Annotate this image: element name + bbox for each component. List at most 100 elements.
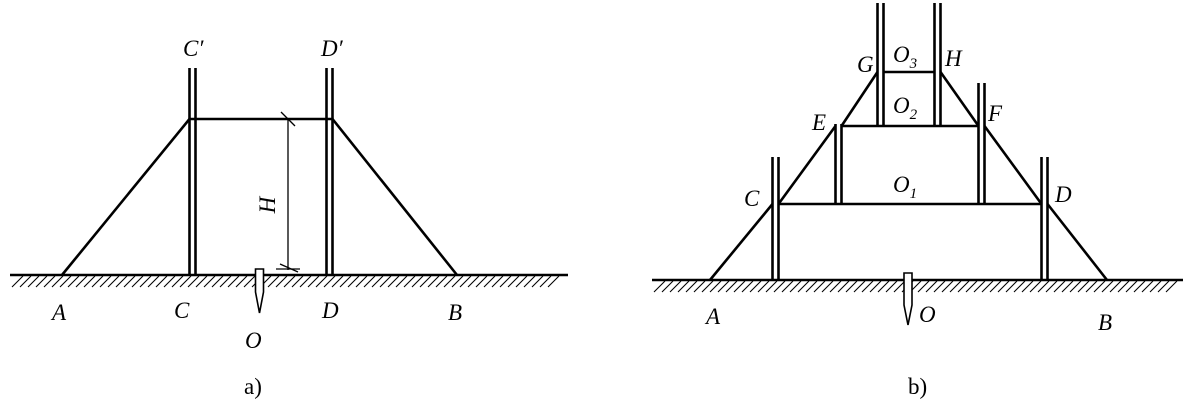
hatch-mark <box>1141 280 1154 293</box>
hatch-mark <box>925 280 938 293</box>
hatch-mark <box>1125 280 1138 293</box>
label-c: C <box>174 298 190 323</box>
hatch-mark <box>211 275 224 288</box>
hatch-mark <box>387 275 400 288</box>
hatch-mark <box>539 275 552 288</box>
label-d: D <box>1054 182 1072 207</box>
guy-line-a-left <box>60 118 191 276</box>
hatch-mark <box>1061 280 1074 293</box>
hatch-mark <box>491 275 504 288</box>
hatch-mark <box>131 275 144 288</box>
label-d-prime: D′ <box>320 36 344 61</box>
hatch-mark <box>139 275 152 288</box>
hatch-mark <box>733 280 746 293</box>
label-o2: O2 <box>893 93 918 123</box>
hatch-mark <box>845 280 858 293</box>
hatch-mark <box>1157 280 1170 293</box>
hatch-mark <box>1093 280 1106 293</box>
hatch-mark <box>339 275 352 288</box>
label-h: H <box>944 46 963 71</box>
hatch-mark <box>323 275 336 288</box>
hatch-mark <box>267 275 280 288</box>
hatch-mark <box>19 275 32 288</box>
label-a: A <box>50 300 67 325</box>
hatch-mark <box>331 275 344 288</box>
hatch-mark <box>451 275 464 288</box>
hatch-mark <box>299 275 312 288</box>
hatch-mark <box>371 275 384 288</box>
guy-line-e-to-g <box>840 71 879 127</box>
hatch-mark <box>115 275 128 288</box>
ground-hatching-b <box>653 280 1178 293</box>
hatch-mark <box>347 275 360 288</box>
hatch-mark <box>885 280 898 293</box>
hatch-mark <box>307 275 320 288</box>
figure-b: G H E F C D A B O O3 O2 O1 b) <box>652 3 1183 399</box>
hatch-mark <box>219 275 232 288</box>
hatch-mark <box>997 280 1010 293</box>
hatch-mark <box>275 275 288 288</box>
pole-dd-prime <box>325 68 334 275</box>
guy-line-h-to-f <box>939 71 980 127</box>
hatch-mark <box>1109 280 1122 293</box>
hatch-mark <box>1045 280 1058 293</box>
hatch-mark <box>467 275 480 288</box>
pole-d <box>1040 157 1049 280</box>
hatch-mark <box>973 280 986 293</box>
hatch-mark <box>43 275 56 288</box>
hatch-mark <box>435 275 448 288</box>
label-a: A <box>704 304 721 329</box>
hatch-mark <box>669 280 682 293</box>
hatch-mark <box>1101 280 1114 293</box>
hatch-mark <box>51 275 64 288</box>
hatch-mark <box>1117 280 1130 293</box>
hatch-mark <box>893 280 906 293</box>
hatch-mark <box>957 280 970 293</box>
hatch-mark <box>67 275 80 288</box>
hatch-mark <box>877 280 890 293</box>
hatch-mark <box>523 275 536 288</box>
hatch-mark <box>685 280 698 293</box>
hatch-mark <box>187 275 200 288</box>
stake-o-b <box>903 272 913 326</box>
label-b: B <box>448 300 462 325</box>
hatch-mark <box>419 275 432 288</box>
hatch-mark <box>235 275 248 288</box>
hatch-mark <box>195 275 208 288</box>
hatch-mark <box>725 280 738 293</box>
guy-line-a-to-c <box>708 203 774 281</box>
label-g: G <box>857 52 874 77</box>
hatch-mark <box>291 275 304 288</box>
hatch-mark <box>1165 280 1178 293</box>
hatch-mark <box>837 280 850 293</box>
hatch-mark <box>829 280 842 293</box>
hatch-mark <box>35 275 48 288</box>
hatch-mark <box>75 275 88 288</box>
label-c: C <box>744 186 760 211</box>
hatch-mark <box>989 280 1002 293</box>
hatch-mark <box>99 275 112 288</box>
hatch-mark <box>227 275 240 288</box>
hatch-mark <box>443 275 456 288</box>
pole-e <box>834 124 843 204</box>
hatch-mark <box>459 275 472 288</box>
hatch-mark <box>1021 280 1034 293</box>
guy-line-a-right <box>331 118 459 276</box>
hatch-mark <box>853 280 866 293</box>
hatch-mark <box>411 275 424 288</box>
hatch-mark <box>861 280 874 293</box>
hatch-mark <box>965 280 978 293</box>
dimension-h <box>276 111 300 273</box>
hatch-mark <box>757 280 770 293</box>
hatch-mark <box>83 275 96 288</box>
guy-line-f-to-d <box>983 125 1043 205</box>
hatch-mark <box>1013 280 1026 293</box>
hatch-mark <box>741 280 754 293</box>
label-o: O <box>919 302 936 327</box>
hatch-mark <box>869 280 882 293</box>
hatch-mark <box>395 275 408 288</box>
hatch-mark <box>701 280 714 293</box>
hatch-mark <box>203 275 216 288</box>
hatch-mark <box>179 275 192 288</box>
hatch-mark <box>653 280 666 293</box>
